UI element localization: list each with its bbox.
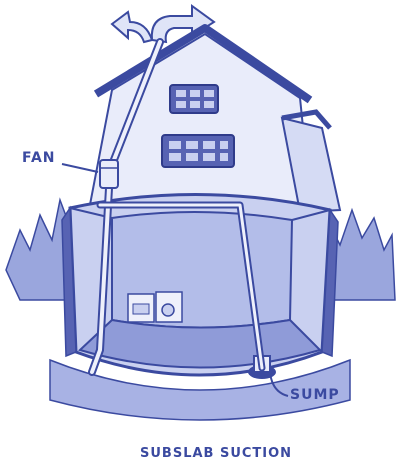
sump-label: SUMP (290, 387, 340, 403)
fan-leader-line (61, 163, 99, 173)
fan-unit (99, 159, 119, 189)
basement-cutaway (49, 192, 351, 421)
suction-pipe (88, 38, 266, 376)
sump-leader-line (269, 371, 289, 397)
fan-label: FAN (22, 150, 56, 166)
window-lower (161, 134, 235, 168)
exhaust-arrow (110, 4, 216, 44)
washer-dryer (127, 291, 183, 323)
diagram-caption: SUBSLAB SUCTION (140, 446, 293, 461)
window-upper (169, 84, 219, 114)
